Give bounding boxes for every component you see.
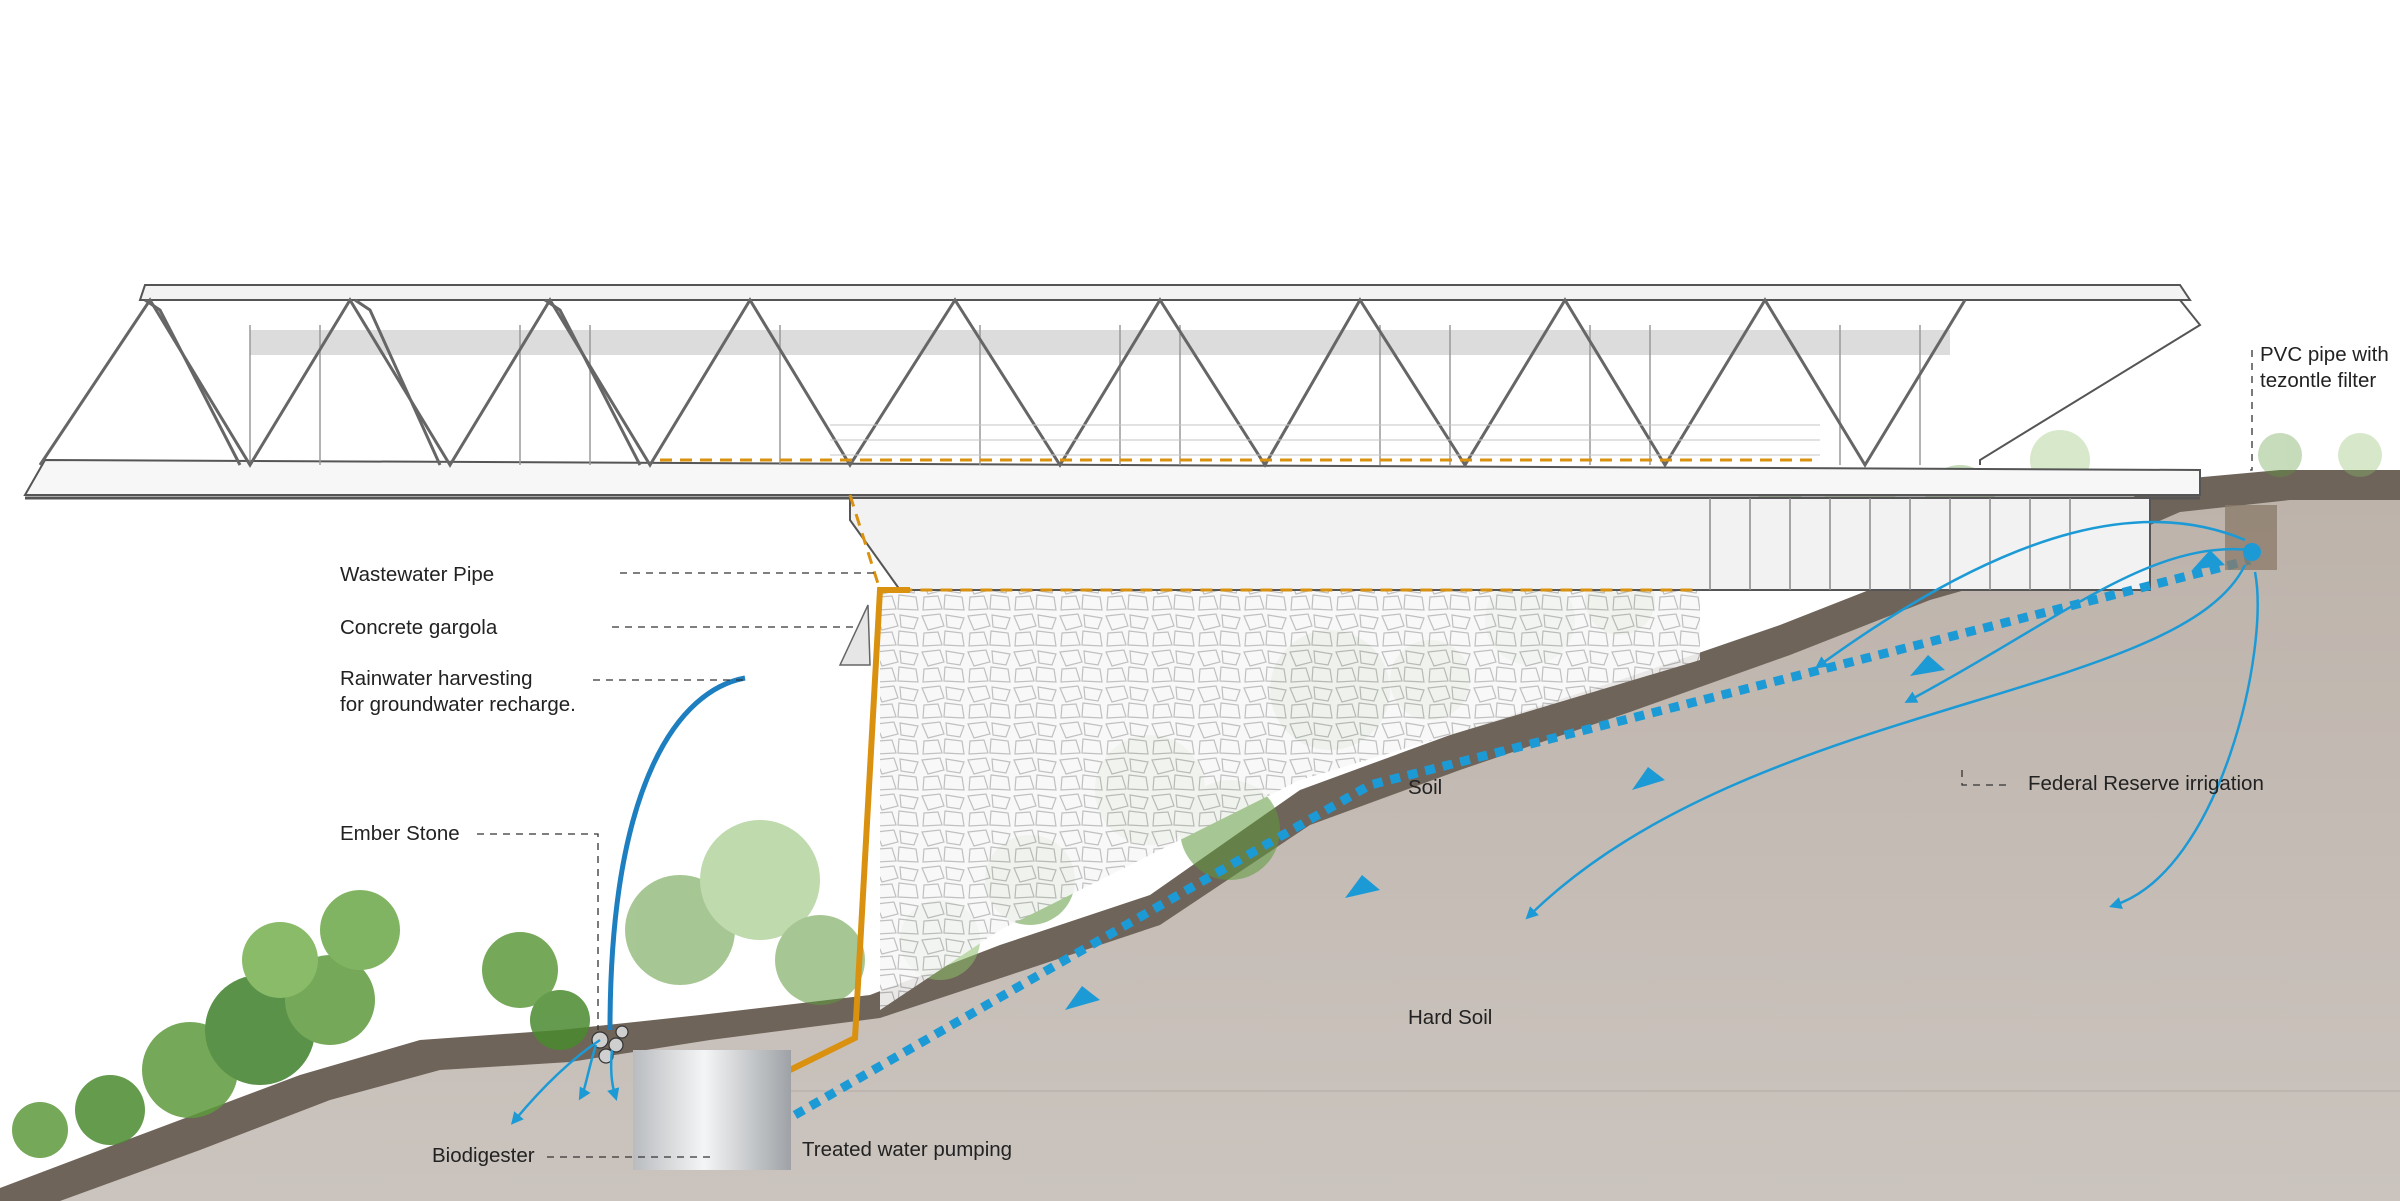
hard-soil-label: Hard Soil <box>1408 1006 1493 1029</box>
treated-water-line <box>792 555 2252 1119</box>
ember-stone <box>591 1025 629 1064</box>
bridge-structure <box>23 284 2202 591</box>
stone-wall <box>880 590 1700 1010</box>
treated-water-pumping-label: Treated water pumping <box>802 1138 1013 1161</box>
concrete-gargola <box>838 604 871 666</box>
concrete-gargola-label: Concrete gargola <box>340 616 498 639</box>
pvc-pipe-label: PVC pipe with tezontle filter <box>2260 343 2389 392</box>
federal-reserve-irrigation-label: Federal Reserve irrigation <box>2028 772 2264 795</box>
biodigester-label: Biodigester <box>432 1144 535 1167</box>
wastewater-pipe-label: Wastewater Pipe <box>340 563 495 586</box>
rainwater-harvesting-label: Rainwater harvesting for groundwater rec… <box>340 667 576 716</box>
leader-lines <box>477 350 2253 1158</box>
wastewater-pipe <box>660 458 1820 1073</box>
irrigation-flows <box>510 520 2259 1125</box>
treated-water-arrows <box>1065 550 2225 1010</box>
ember-stone-label: Ember Stone <box>340 822 460 845</box>
biodigester <box>633 1050 791 1170</box>
rainwater-pipe <box>607 675 746 1031</box>
pvc-outlet <box>2243 543 2261 561</box>
soil-label: Soil <box>1408 776 1443 799</box>
